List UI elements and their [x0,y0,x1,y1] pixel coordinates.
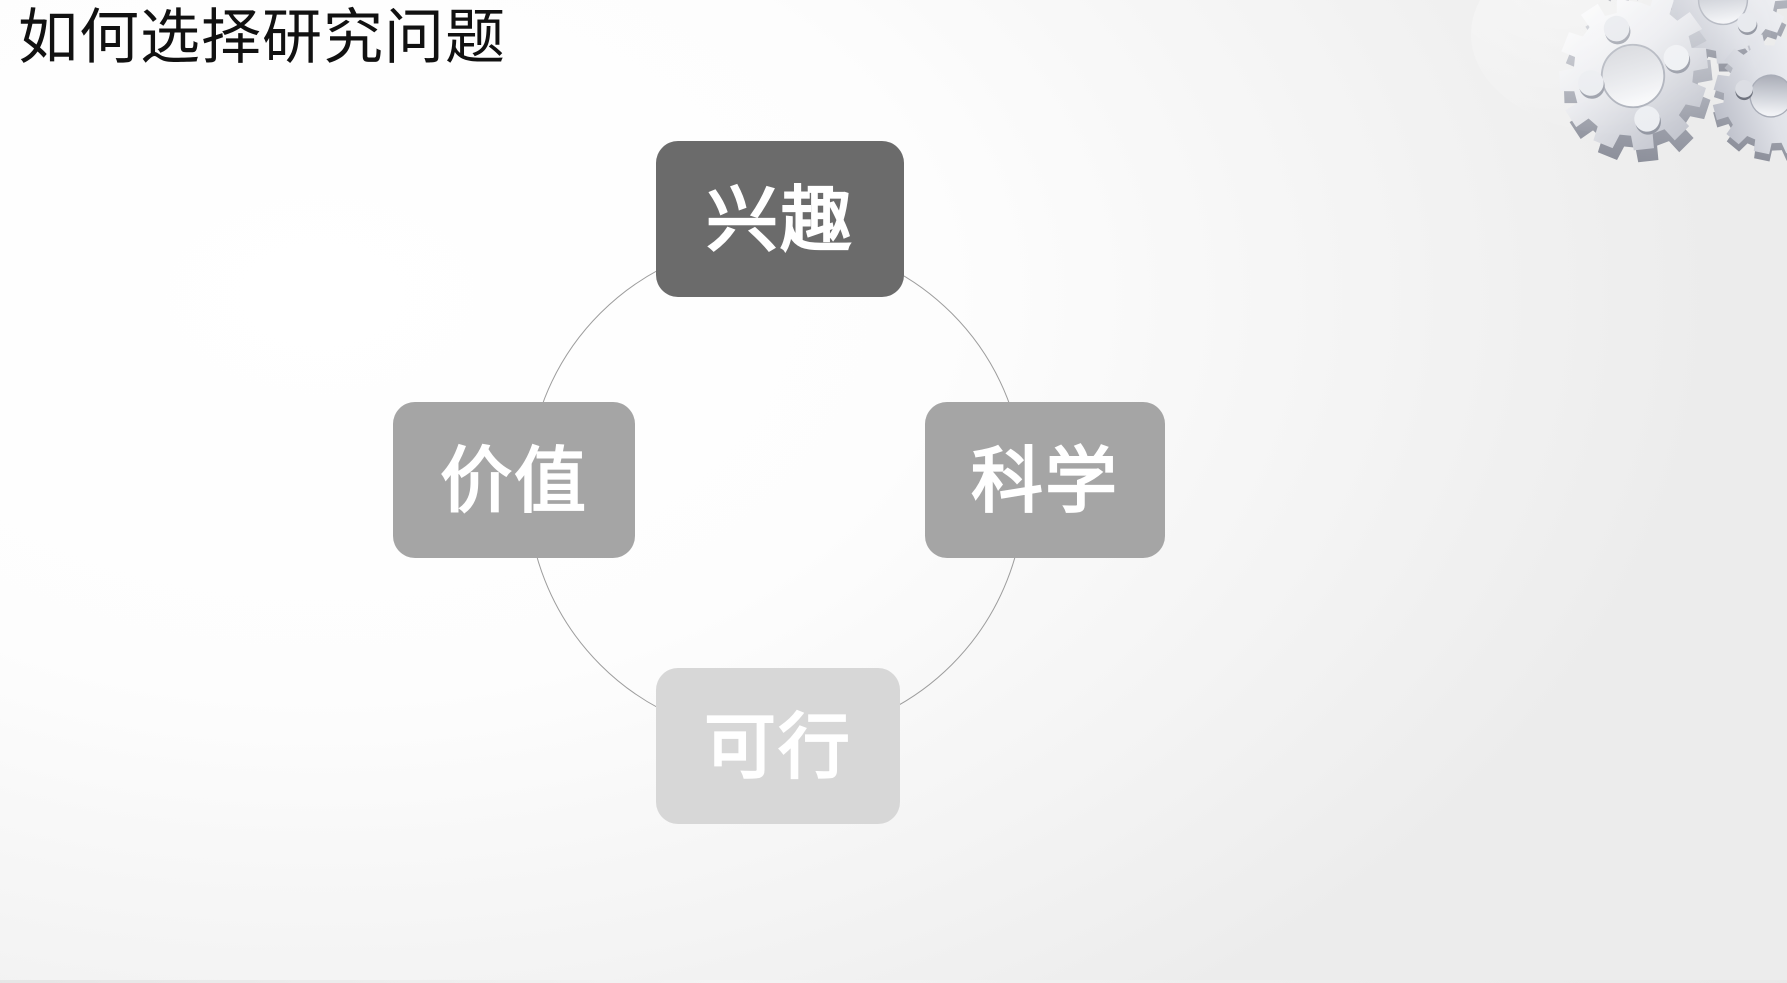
cycle-node-feasible[interactable]: 可行 [656,668,900,824]
cycle-node-value-label: 价值 [439,442,588,522]
cycle-node-science-label: 科学 [970,442,1119,522]
cycle-node-science[interactable]: 科学 [925,402,1165,558]
cycle-node-value[interactable]: 价值 [393,402,635,558]
cycle-node-interest[interactable]: 兴趣 [656,141,904,297]
page-title: 如何选择研究问题 [18,4,506,71]
cycle-node-feasible-label: 可行 [703,708,852,788]
cycle-node-interest-label: 兴趣 [705,181,854,261]
